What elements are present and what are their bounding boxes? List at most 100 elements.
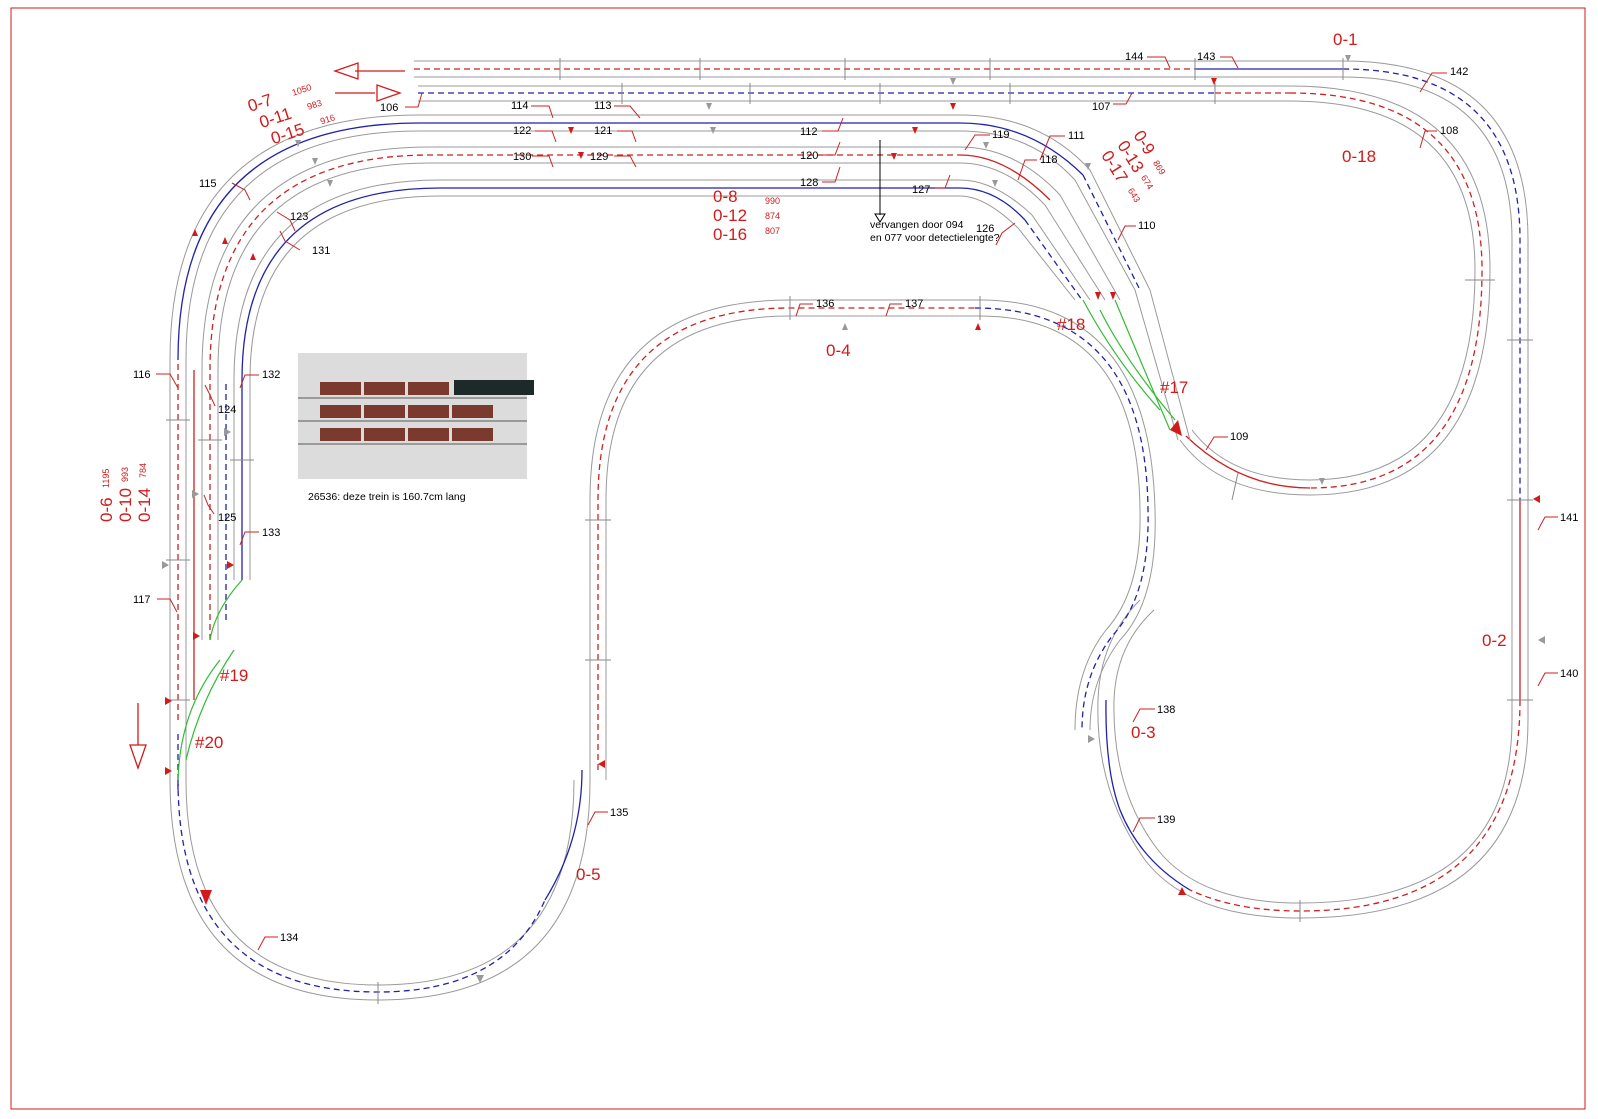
train-rows [320, 380, 534, 441]
section-128: 128 [800, 177, 818, 189]
switch-17-label: #17 [1160, 378, 1188, 397]
wagon [320, 382, 361, 395]
zone-group-left: 0-6 0-10 0-14 1195 993 784 [97, 463, 154, 522]
zone-0-12: 0-12 [713, 206, 747, 225]
train-caption: 26536: deze trein is 160.7cm lang [308, 491, 466, 503]
leader-lines [156, 56, 1558, 951]
section-112: 112 [800, 126, 818, 138]
section-114: 114 [511, 100, 529, 112]
switch-20-label: #20 [195, 733, 223, 752]
section-119: 119 [992, 129, 1010, 141]
zone-group-top-left: 0-7 0-11 0-15 1050 983 916 [245, 82, 336, 148]
section-139: 139 [1157, 814, 1175, 826]
section-142: 142 [1450, 66, 1468, 78]
section-127: 127 [912, 184, 930, 196]
section-108: 108 [1440, 125, 1458, 137]
length-1195: 1195 [101, 469, 111, 488]
top-straights [414, 60, 1343, 102]
length-983: 983 [306, 98, 323, 112]
section-129: 129 [590, 151, 608, 163]
zone-0-14: 0-14 [135, 488, 154, 522]
switch-labels: #17 #18 #19 #20 [195, 315, 1188, 752]
section-ticks [166, 58, 1533, 1004]
outer-right-loop [1097, 60, 1529, 919]
section-107: 107 [1092, 101, 1110, 113]
page-frame [10, 7, 1586, 1110]
wagon [408, 382, 449, 395]
zone-0-1: 0-1 [1333, 30, 1358, 49]
section-130: 130 [513, 151, 531, 163]
switch-18-label: #18 [1057, 315, 1085, 334]
section-118: 118 [1040, 154, 1058, 166]
section-137: 137 [905, 298, 923, 310]
section-110: 110 [1138, 220, 1156, 232]
section-131: 131 [312, 245, 330, 257]
inner-right-loop [1179, 85, 1491, 496]
section-135: 135 [610, 807, 628, 819]
zone-0-4: 0-4 [826, 341, 851, 360]
section-115: 115 [199, 178, 217, 190]
zone-0-8: 0-8 [713, 187, 738, 206]
section-121: 121 [594, 125, 612, 137]
length-990: 990 [765, 196, 780, 206]
wagon [364, 382, 405, 395]
section-109: 109 [1230, 431, 1248, 443]
bottom-left-curve [169, 769, 591, 1001]
wagon [320, 428, 361, 441]
length-643: 643 [1126, 186, 1142, 204]
length-874: 874 [765, 211, 780, 221]
length-1050: 1050 [291, 82, 313, 98]
section-113: 113 [594, 100, 612, 112]
direction-markers [165, 78, 1540, 905]
section-125: 125 [218, 512, 236, 524]
zone-0-6: 0-6 [97, 497, 116, 522]
wagon [408, 405, 449, 418]
section-117: 117 [133, 594, 151, 606]
section-134: 134 [280, 932, 298, 944]
length-674: 674 [1139, 173, 1155, 191]
zone-group-right: 0-9 0-13 0-17 869 674 643 [1097, 127, 1167, 204]
section-144: 144 [1125, 51, 1143, 63]
section-140: 140 [1560, 668, 1578, 680]
zone-0-16: 0-16 [713, 225, 747, 244]
length-807: 807 [765, 226, 780, 236]
section-122: 122 [513, 125, 531, 137]
section-numbers: 144 143 142 108 109 110 111 118 119 126 … [133, 51, 1578, 944]
zone-0-10: 0-10 [116, 488, 135, 522]
section-124: 124 [218, 404, 236, 416]
section-138: 138 [1157, 704, 1175, 716]
section-141: 141 [1560, 512, 1578, 524]
zone-0-3: 0-3 [1131, 723, 1156, 742]
section-133: 133 [262, 527, 280, 539]
section-123: 123 [290, 211, 308, 223]
track-network [129, 55, 1558, 1004]
zone-0-2: 0-2 [1482, 631, 1507, 650]
locomotive [454, 380, 534, 395]
section-120: 120 [800, 150, 818, 162]
zone-labels: 0-1 0-18 0-2 0-3 0-4 0-5 0-8 0-12 0-16 9… [97, 30, 1507, 884]
length-869: 869 [1151, 159, 1167, 177]
section-126: 126 [976, 223, 994, 235]
length-784: 784 [138, 463, 148, 478]
wagon [452, 428, 493, 441]
train-picture [298, 353, 534, 479]
section-136: 136 [816, 298, 834, 310]
section-132: 132 [262, 369, 280, 381]
section-116: 116 [133, 369, 151, 381]
detection-markers [162, 55, 1545, 983]
note-line-2: en 077 voor detectielengte? [870, 232, 1000, 244]
flow-arrows [129, 62, 886, 770]
section-106: 106 [380, 102, 398, 114]
wagon [364, 428, 405, 441]
left-parallel-tracks [169, 114, 1191, 790]
section-143: 143 [1197, 51, 1215, 63]
switches [177, 299, 1176, 781]
middle-s-curve [589, 299, 1156, 780]
zone-0-18: 0-18 [1342, 147, 1376, 166]
wagon [364, 405, 405, 418]
length-916: 916 [319, 112, 336, 126]
length-993: 993 [120, 467, 130, 482]
wagon [320, 405, 361, 418]
wagon [408, 428, 449, 441]
